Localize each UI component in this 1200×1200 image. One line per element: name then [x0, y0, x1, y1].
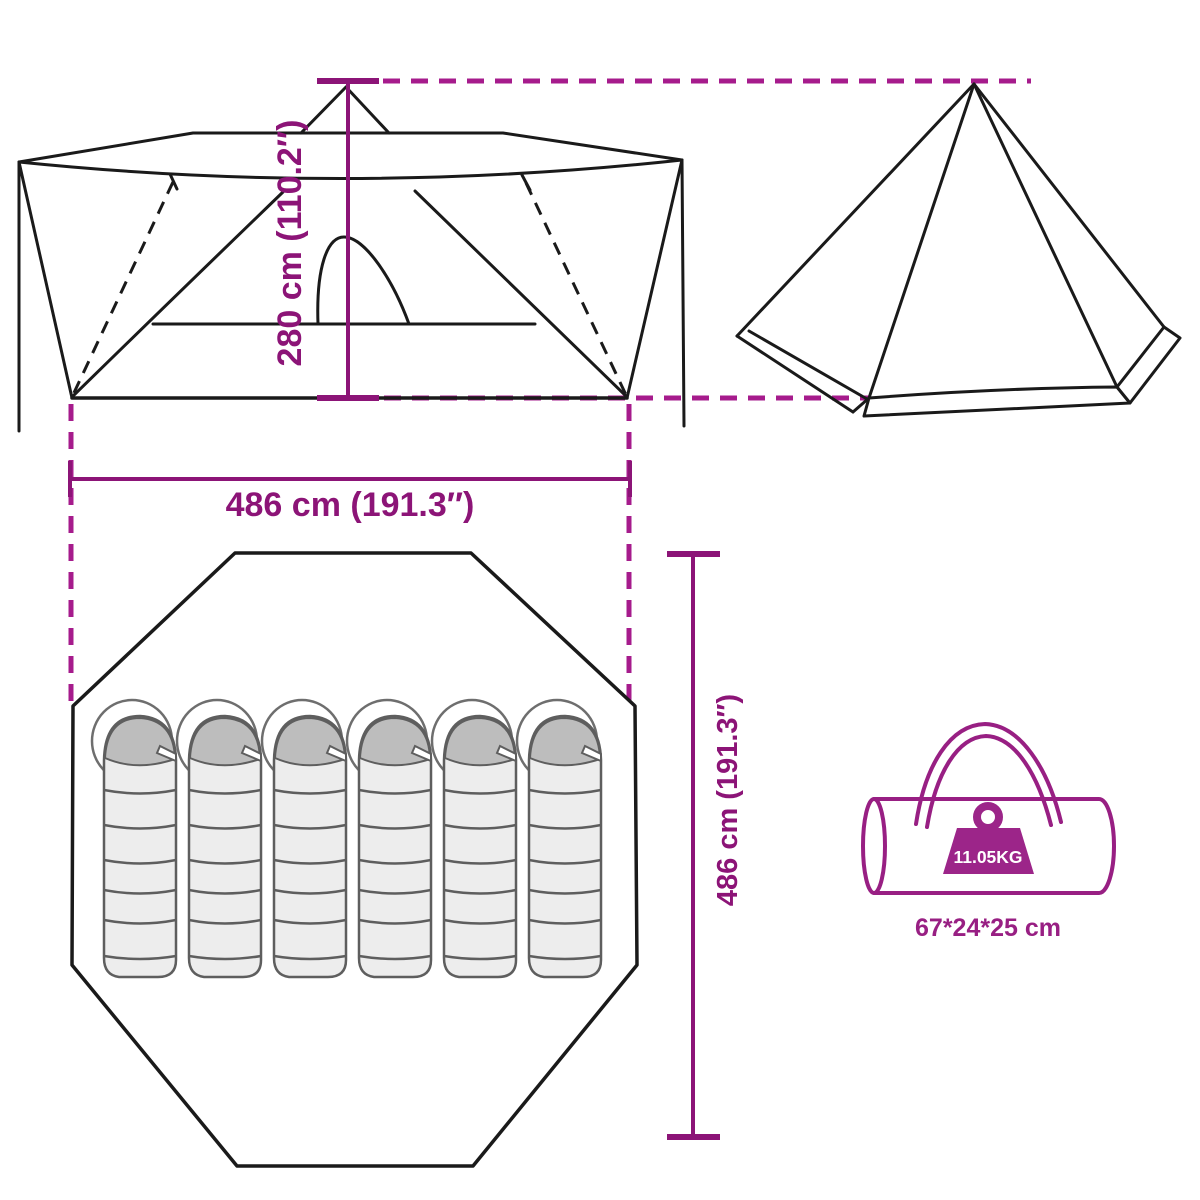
front-left-wall: [17, 160, 74, 400]
front-seam-tick-left: [168, 172, 179, 191]
front-canopy-top: [17, 131, 684, 164]
floor-plan: [70, 551, 639, 1168]
side-bottom-skirt: [862, 385, 1132, 418]
front-peak: [299, 85, 391, 135]
front-right-seam: [413, 189, 629, 399]
sleeping-bag: [260, 698, 348, 979]
width-dimension: 486 cm (191.3″): [68, 461, 632, 524]
side-right-skirt: [1115, 325, 1182, 405]
front-door-arch: [316, 235, 411, 326]
side-left-edge: [735, 82, 976, 338]
weight-icon: 11.05KG: [943, 802, 1034, 874]
height-label: 280 cm (110.2″): [271, 120, 309, 367]
tent-side-view: [735, 82, 1182, 418]
front-right-wall: [625, 158, 684, 400]
side-left-seam: [867, 82, 976, 400]
side-left-skirt: [735, 329, 871, 414]
side-right-seam: [972, 82, 1119, 389]
carry-bag-body: [872, 797, 1116, 895]
front-left-dashed-seam: [70, 181, 175, 398]
front-right-guy-line: [680, 158, 686, 428]
sleeping-bag: [90, 698, 178, 979]
front-right-dashed-seam: [524, 182, 629, 398]
width-label: 486 cm (191.3″): [226, 486, 475, 524]
depth-label: 486 cm (191.3″): [712, 694, 744, 906]
front-canopy-brim: [17, 158, 684, 180]
carry-bag-left-end: [861, 797, 887, 895]
weight-icon-block: [943, 828, 1034, 874]
carry-bag-handle: [914, 722, 1063, 829]
tent-front-view: [17, 85, 686, 433]
side-right-edge: [972, 82, 1166, 329]
sleeping-bag: [430, 698, 518, 979]
sleeping-bag: [515, 698, 603, 979]
front-left-seam: [70, 190, 285, 399]
front-seam-tick-right: [520, 173, 532, 192]
bag-size-label: 67*24*25 cm: [915, 914, 1061, 942]
depth-dimension: 486 cm (191.3″): [667, 551, 744, 1140]
weight-icon-ring: [973, 802, 1003, 832]
sleeping-bag: [175, 698, 263, 979]
sleeping-bag: [345, 698, 433, 979]
carry-bag: 11.05KG 67*24*25 cm: [861, 722, 1116, 942]
height-dimension: 280 cm (110.2″): [271, 78, 379, 401]
bag-weight-label: 11.05KG: [953, 847, 1022, 867]
